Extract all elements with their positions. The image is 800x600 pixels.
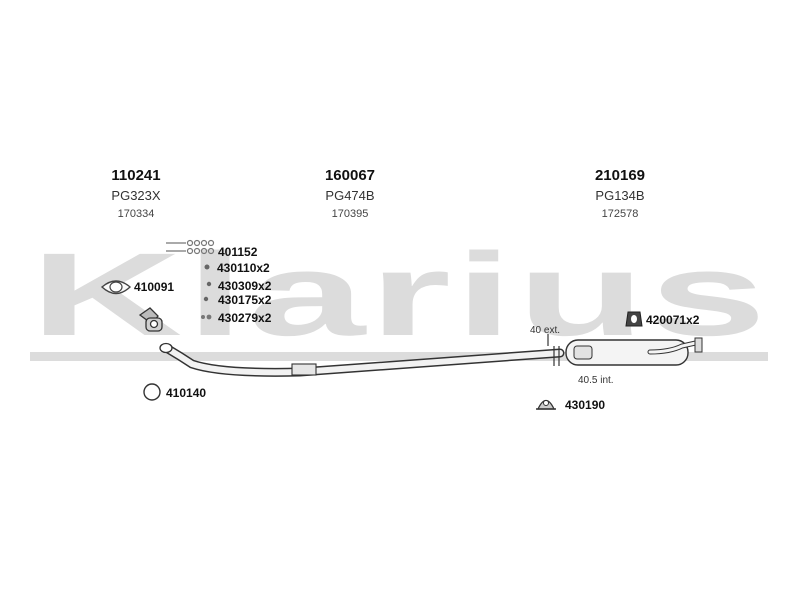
bolt-set-icon bbox=[166, 239, 215, 255]
assembly-code: 210169 bbox=[595, 167, 645, 184]
flange-icon bbox=[138, 307, 163, 332]
assembly-number: 172578 bbox=[602, 208, 639, 220]
assembly-code: 110241 bbox=[111, 167, 160, 184]
exhaust-pipe bbox=[159, 342, 565, 377]
nut-icon bbox=[206, 281, 212, 287]
assembly-number: 170334 bbox=[118, 208, 155, 220]
watermark-underline bbox=[30, 352, 768, 361]
part-label-410140: 410140 bbox=[166, 386, 206, 400]
rubber-mount-icon bbox=[625, 311, 643, 327]
part-label-430190: 430190 bbox=[565, 398, 605, 412]
assembly-number: 170395 bbox=[332, 208, 369, 220]
watermark-logo: Klarius bbox=[30, 229, 770, 361]
pipe-joint-marker bbox=[547, 334, 560, 366]
part-label-430110: 430110x2 bbox=[217, 261, 270, 275]
assembly-ref: PG134B bbox=[595, 188, 644, 203]
extension-note: 40 ext. bbox=[530, 325, 560, 336]
gasket-icon bbox=[100, 280, 132, 295]
rear-silencer bbox=[565, 337, 703, 366]
spring-bolt-icon bbox=[201, 314, 212, 320]
part-label-420071: 420071x2 bbox=[646, 313, 700, 327]
part-label-410091: 410091 bbox=[134, 280, 174, 294]
sealing-ring-icon bbox=[143, 383, 161, 401]
clamp-small-icon bbox=[204, 264, 210, 270]
internal-note: 40.5 int. bbox=[578, 375, 614, 386]
clamp-icon bbox=[536, 399, 556, 410]
part-label-430175: 430175x2 bbox=[218, 293, 272, 307]
assembly-rear: 210169 PG134B 172578 bbox=[595, 167, 645, 220]
part-label-430309: 430309x2 bbox=[218, 279, 272, 293]
part-label-401152: 401152 bbox=[218, 245, 258, 259]
part-label-430279: 430279x2 bbox=[218, 311, 272, 325]
assembly-front: 110241 PG323X 170334 bbox=[111, 167, 161, 220]
assembly-code: 160067 bbox=[325, 167, 375, 184]
washer-icon bbox=[203, 296, 209, 302]
assembly-middle: 160067 PG474B 170395 bbox=[325, 167, 375, 220]
assembly-ref: PG474B bbox=[325, 188, 374, 203]
watermark-text: Klarius bbox=[30, 229, 770, 361]
assembly-ref: PG323X bbox=[111, 188, 160, 203]
